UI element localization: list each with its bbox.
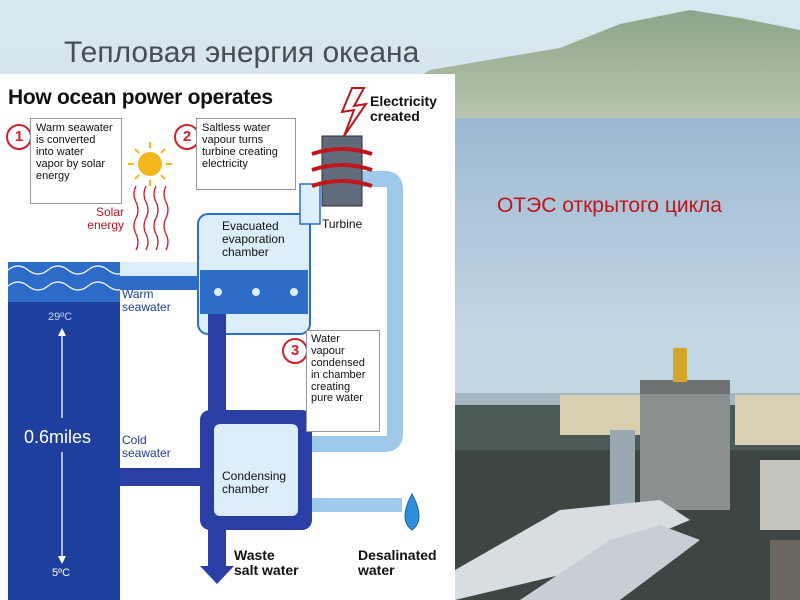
depth-arrow-up — [58, 328, 66, 336]
desalinated-pipe — [312, 498, 402, 512]
step-1-text: Warm seawater is converted into water va… — [36, 122, 113, 182]
step-1-badge: 1 — [6, 124, 32, 150]
waste-pipe — [208, 530, 226, 570]
condensing-chamber-inner — [214, 424, 298, 516]
cold-water-inlet — [120, 468, 202, 486]
water-drop-icon — [404, 492, 420, 531]
solar-rays — [133, 185, 169, 251]
vapor-droplets — [214, 288, 298, 296]
deep-temperature: 5ºC — [52, 567, 71, 579]
slide-title: Тепловая энергия океана — [64, 36, 420, 69]
diagram-graphics — [7, 87, 420, 600]
condensing-chamber-label: Condensing chamber — [222, 469, 287, 496]
lightning-icon — [340, 87, 369, 137]
otec-cycle-label: ОТЭС открытого цикла — [497, 194, 722, 217]
depth-arrow-down — [58, 556, 66, 564]
turbine-body — [321, 135, 363, 207]
waste-arrow-icon — [200, 566, 234, 584]
brine-down-pipe — [208, 314, 226, 414]
desalinated-water-label: Desalinated water — [358, 547, 437, 579]
warm-water-inlet — [120, 276, 202, 290]
step-1-box — [30, 118, 122, 204]
electricity-line: created — [370, 108, 420, 125]
ocean-column — [8, 262, 120, 600]
diagram-title: How ocean power operates — [8, 86, 273, 109]
solar-energy-label: Solar energy — [87, 205, 124, 232]
step-3-badge: 3 — [282, 338, 308, 364]
step-3-box — [306, 330, 380, 432]
wave-line — [7, 265, 129, 275]
step-2-box — [196, 118, 296, 190]
surface-temperature: 29ºC — [48, 311, 73, 323]
mountain-range — [360, 10, 800, 122]
sun-icon — [128, 142, 172, 186]
electricity-line: Electricity — [370, 93, 437, 109]
electricity-label: Electricity created — [370, 93, 437, 125]
otec-plant-photo — [455, 333, 800, 600]
sea-surface — [455, 118, 800, 333]
warm-water-inlet — [120, 262, 202, 276]
depth-label: 0.6miles — [24, 427, 92, 447]
wave-line — [7, 281, 129, 291]
warm-seawater-label: Warm seawater — [122, 287, 171, 314]
step-3-text: Water vapour condensed in chamber creati… — [311, 333, 366, 405]
turbine-spiral — [311, 147, 373, 188]
cold-seawater-label: Cold seawater — [122, 433, 171, 460]
waste-salt-water-label: Waste salt water — [234, 547, 299, 579]
evaporation-chamber-label: Evacuated evaporation chamber — [222, 219, 285, 259]
vapor-riser — [299, 183, 321, 225]
vapor-return-pipe — [300, 171, 403, 452]
turbine-label: Turbine — [322, 217, 363, 231]
step-2-text: Saltless water vapour turns turbine crea… — [202, 122, 278, 170]
